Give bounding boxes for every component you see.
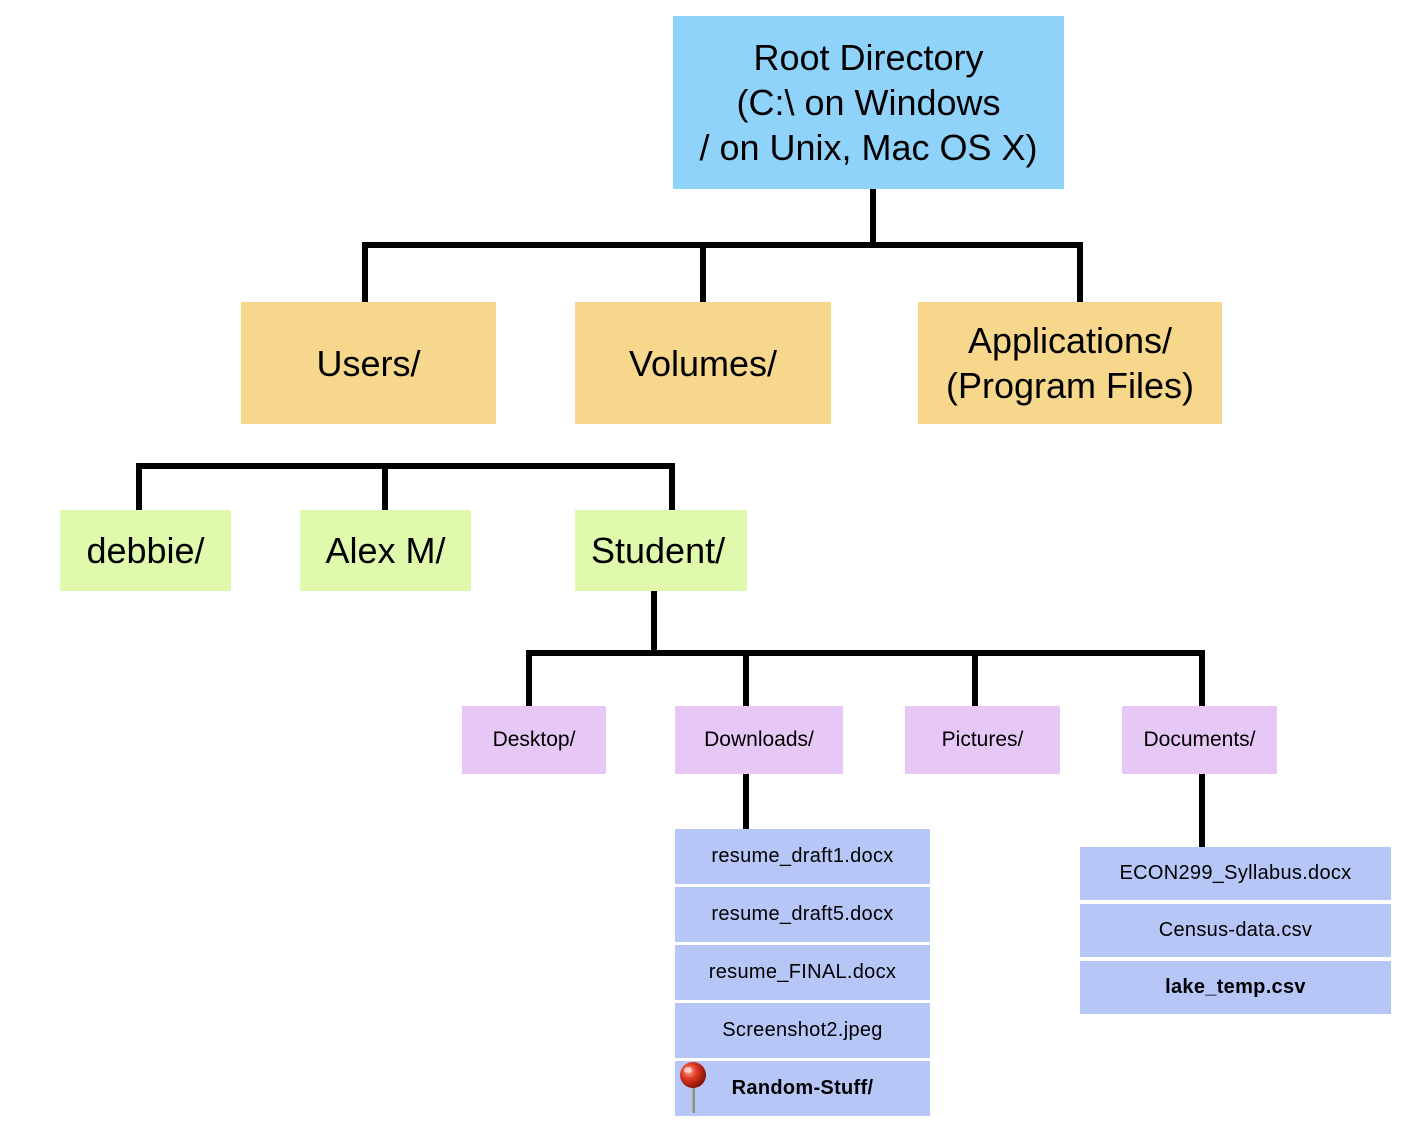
root-line-1: Root Directory xyxy=(753,37,984,78)
connector-users-bar xyxy=(136,463,675,469)
root-line-3: / on Unix, Mac OS X) xyxy=(699,127,1038,168)
root-line-2: (C:\ on Windows xyxy=(736,82,1001,123)
connector-downloads-down xyxy=(743,773,749,829)
volumes-label: Volumes/ xyxy=(628,342,778,384)
root-directory-node: Root Directory (C:\ on Windows / on Unix… xyxy=(673,16,1064,189)
file-lake-temp: lake_temp.csv xyxy=(1080,961,1391,1014)
pictures-label: Pictures/ xyxy=(941,728,1024,751)
connector-to-downloads xyxy=(743,650,749,706)
pictures-node: Pictures/ xyxy=(905,706,1060,774)
alex-m-label: Alex M/ xyxy=(325,529,446,571)
downloads-node: Downloads/ xyxy=(675,706,843,774)
file-label: resume_draft1.docx xyxy=(711,845,894,867)
student-node: Student/ xyxy=(575,510,747,591)
file-label: Random-Stuff/ xyxy=(731,1077,874,1099)
connector-student-down xyxy=(651,590,657,653)
connector-to-documents xyxy=(1199,650,1205,706)
applications-node: Applications/ (Program Files) xyxy=(918,302,1222,424)
pushpin-icon xyxy=(680,1062,706,1113)
connector-root-down xyxy=(870,188,876,245)
users-label: Users/ xyxy=(316,342,421,384)
connector-to-alex xyxy=(382,463,388,510)
applications-label: Applications/ xyxy=(967,320,1173,361)
file-label: resume_FINAL.docx xyxy=(708,961,897,983)
debbie-node: debbie/ xyxy=(60,510,231,591)
documents-node: Documents/ xyxy=(1122,706,1277,774)
folder-random-stuff: Random-Stuff/ xyxy=(675,1061,930,1116)
debbie-label: debbie/ xyxy=(86,529,205,571)
connector-to-volumes xyxy=(700,242,706,302)
file-label: Census-data.csv xyxy=(1158,919,1313,941)
file-label: ECON299_Syllabus.docx xyxy=(1119,862,1352,884)
connector-to-debbie xyxy=(136,463,142,510)
file-label: Screenshot2.jpeg xyxy=(722,1019,883,1041)
desktop-label: Desktop/ xyxy=(492,728,576,751)
file-resume-final: resume_FINAL.docx xyxy=(675,945,930,1000)
file-label: lake_temp.csv xyxy=(1165,976,1306,998)
file-census-data: Census-data.csv xyxy=(1080,904,1391,957)
users-node: Users/ xyxy=(241,302,496,424)
alex-m-node: Alex M/ xyxy=(300,510,471,591)
file-econ299-syllabus: ECON299_Syllabus.docx xyxy=(1080,847,1391,900)
connector-documents-down xyxy=(1199,773,1205,847)
connector-student-bar xyxy=(526,650,1205,656)
desktop-node: Desktop/ xyxy=(462,706,606,774)
file-resume-draft1: resume_draft1.docx xyxy=(675,829,930,884)
connector-level1-bar xyxy=(362,242,1083,248)
volumes-node: Volumes/ xyxy=(575,302,831,424)
connector-to-applications xyxy=(1077,242,1083,302)
program-files-label: (Program Files) xyxy=(945,365,1195,406)
downloads-label: Downloads/ xyxy=(704,728,814,751)
connector-to-users xyxy=(362,242,368,302)
file-screenshot2: Screenshot2.jpeg xyxy=(675,1003,930,1058)
documents-label: Documents/ xyxy=(1143,728,1256,751)
connector-to-pictures xyxy=(972,650,978,706)
file-label: resume_draft5.docx xyxy=(711,903,894,925)
connector-to-student xyxy=(669,463,675,510)
file-resume-draft5: resume_draft5.docx xyxy=(675,887,930,942)
connector-to-desktop xyxy=(526,650,532,706)
student-label: Student/ xyxy=(591,529,726,571)
